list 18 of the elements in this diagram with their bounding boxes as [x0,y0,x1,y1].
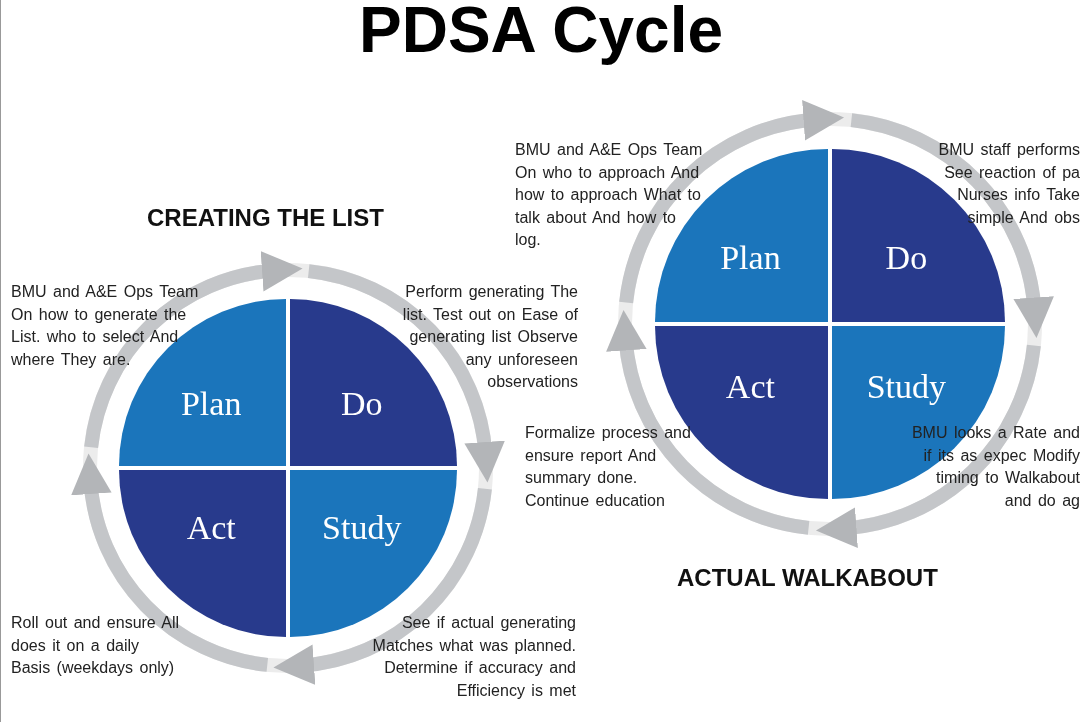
segment-label: Plan [720,238,781,278]
section-heading: ACTUAL WALKABOUT [677,564,938,592]
note-text: Perform generating The list. Test out on Ease of generating list Observe any unforeseen observations [401,282,578,392]
page-title: PDSA Cycle [358,0,724,68]
segment-label: Plan [180,384,242,425]
note-text: See if actual generating Matches what was planned. Determine if accuracy and Efficiency is met [371,613,576,701]
note-text: Roll out and ensure All does it on a daily Basis (weekdays only) [11,613,181,678]
segment-label: Act [186,508,236,549]
note-text: BMU and A&E Ops Team On who to approach And how to approach What to talk about And how to log. [515,140,704,250]
segment-label: Do [341,384,383,425]
note-text: Formalize process and ensure report And summary done. Continue education [525,423,692,511]
note-text: BMU staff performs See reaction of pa Nurses info Take simple And obs [937,140,1080,228]
segment-label: Do [885,238,928,278]
section-heading: CREATING THE LIST [147,204,384,232]
segment-label: Study [322,508,402,549]
note-text: BMU and A&E Ops Team On how to generate the List. who to select And where They are. [11,282,200,370]
segment-label: Act [725,366,775,407]
segment-label: Study [866,366,947,407]
